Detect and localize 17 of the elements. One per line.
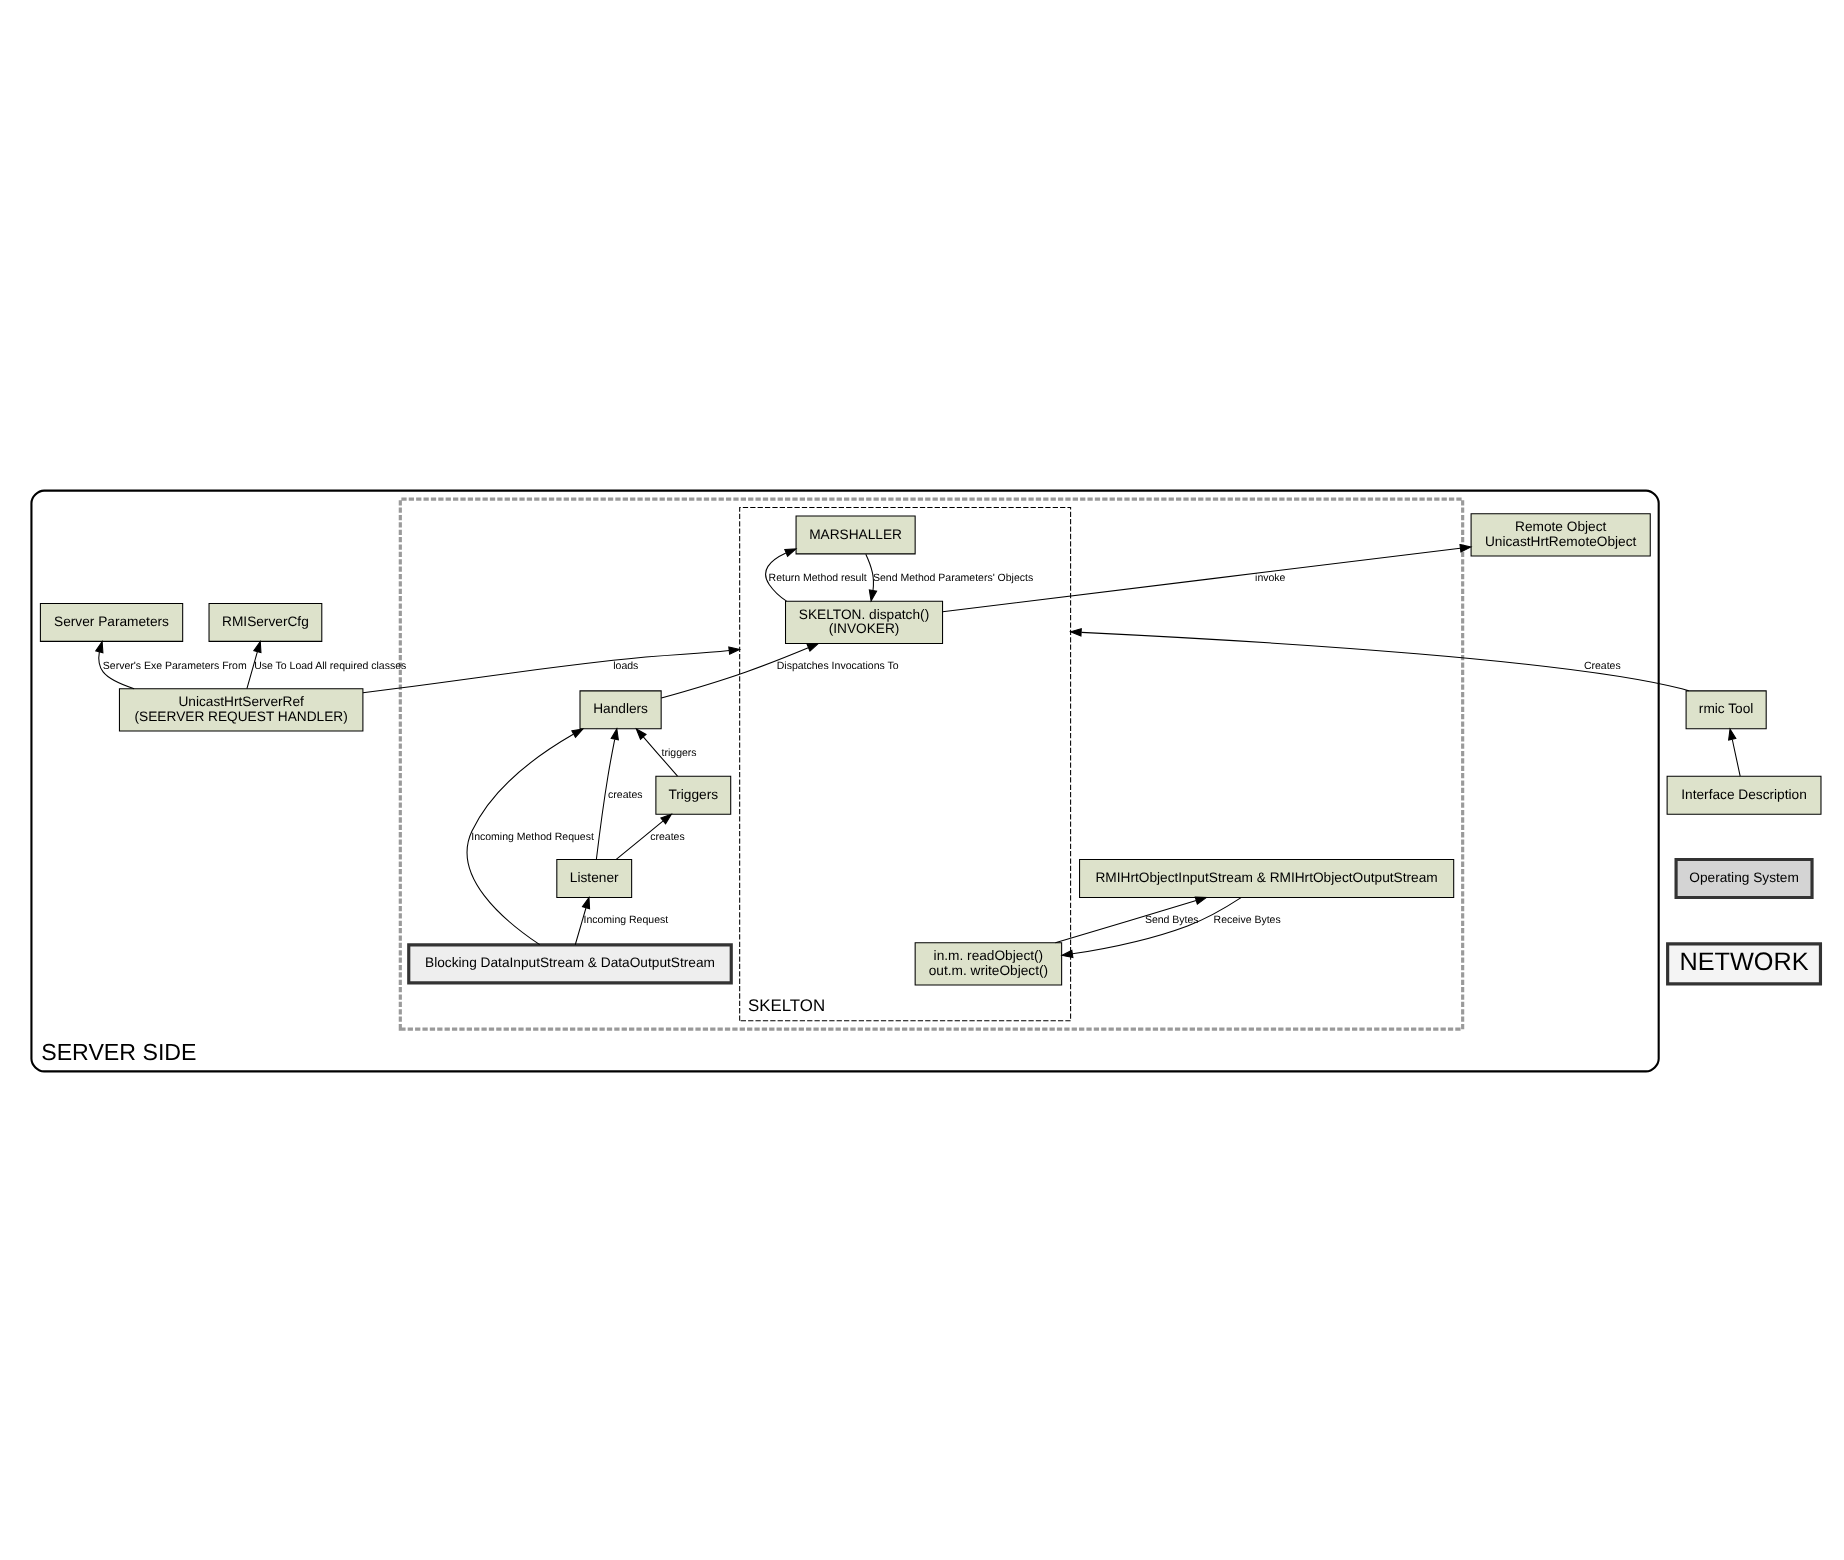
arrow (466, 727, 585, 945)
arrow (942, 542, 1473, 612)
arrow (595, 726, 619, 859)
arrow (865, 552, 878, 602)
arrow (1069, 626, 1690, 691)
arrow (635, 726, 679, 776)
arrow (765, 547, 798, 601)
node-box: NETWORK (1666, 941, 1823, 985)
arrow (615, 812, 673, 859)
arrow (1054, 895, 1208, 943)
arrow (1060, 896, 1242, 958)
arrow (574, 895, 591, 945)
arrow (660, 641, 820, 698)
arrow (94, 639, 135, 689)
arrow (362, 645, 742, 693)
arrow (246, 638, 262, 689)
arrow (1728, 726, 1741, 776)
